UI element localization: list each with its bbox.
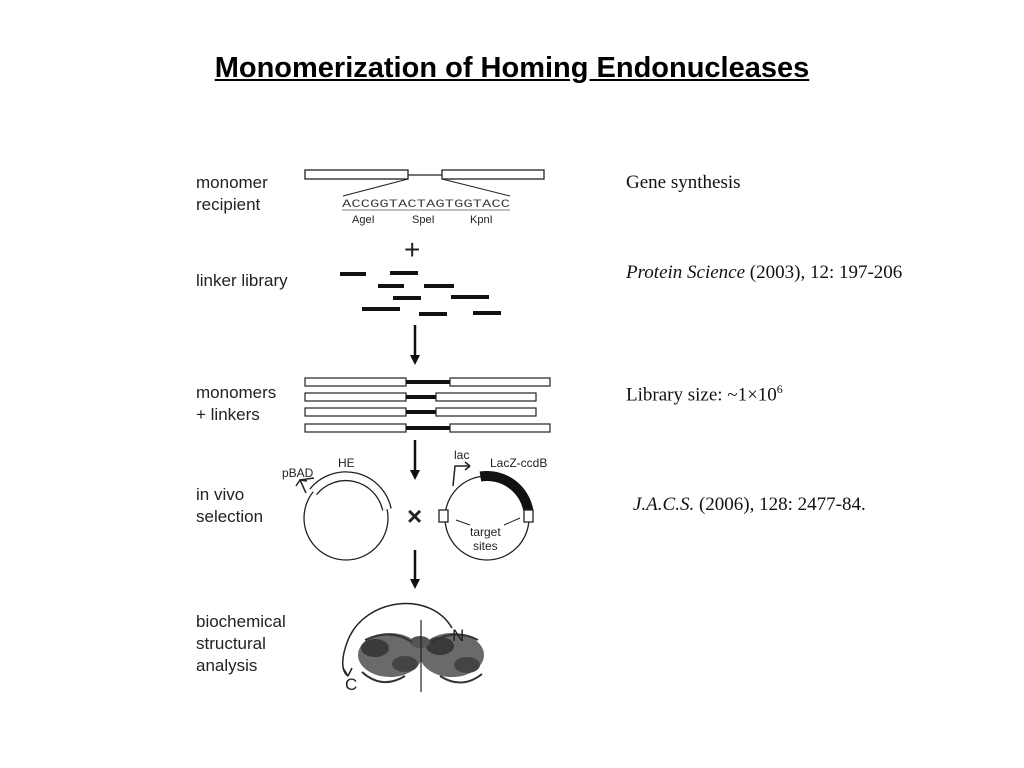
library-size-text: Library size: ~1×10 [626, 384, 777, 406]
note-gene-synthesis: Gene synthesis [626, 172, 741, 194]
step-label-biochemical: biochemical [196, 612, 286, 631]
site-label-agei: AgeI [352, 214, 375, 226]
note-reference-protein-science: Protein Science (2003), 12: 197-206 [626, 262, 902, 284]
step-label-recipient: recipient [196, 195, 261, 214]
library-size-exponent: 6 [776, 382, 783, 396]
step-label-structural: structural [196, 634, 266, 653]
step-label-monomer: monomer [196, 173, 268, 192]
restriction-sequence: ACCGGTACTAGTGGTACC [342, 199, 511, 211]
target-sites-label-line1: target [470, 525, 501, 539]
step-label-linker-library: linker library [196, 271, 288, 290]
expression-plasmid [295, 471, 392, 561]
step-label-plus-linkers: + linkers [196, 405, 260, 424]
cross-symbol: × [407, 501, 422, 531]
note-reference-jacs: J.A.C.S. (2006), 128: 2477-84. [633, 494, 866, 516]
plasmid2-promoter-label: lac [454, 448, 469, 462]
protein-structure-image [342, 602, 484, 692]
plasmid1-gene-label: HE [338, 456, 355, 470]
step-label-monomers: monomers [196, 383, 276, 402]
note-library-size: Library size: ~1×106 [626, 382, 783, 406]
ref1-journal: Protein Science [626, 262, 746, 283]
step-label-in-vivo: in vivo [196, 485, 244, 504]
n-terminus-label: N [452, 626, 464, 645]
ref2-details: (2006), 128: 2477-84. [694, 494, 866, 515]
site-label-spei: SpeI [412, 214, 435, 226]
monomer-linker-constructs [304, 377, 551, 433]
slide-title: Monomerization of Homing Endonucleases [214, 52, 810, 84]
site-label-kpni: KpnI [470, 214, 493, 226]
target-sites-label-line2: sites [473, 539, 498, 553]
plasmid1-promoter-label: pBAD [282, 466, 314, 480]
step-label-selection: selection [196, 507, 263, 526]
ref1-details: (2003), 12: 197-206 [745, 262, 903, 283]
plasmid2-gene-label: LacZ-ccdB [490, 456, 547, 470]
ref2-journal: J.A.C.S. [633, 494, 695, 515]
monomer-recipient-construct [304, 169, 545, 197]
step-label-analysis: analysis [196, 656, 257, 675]
plus-symbol: + [404, 234, 420, 265]
selection-plasmid [438, 461, 534, 561]
c-terminus-label: C [345, 675, 357, 694]
linker-fragments [340, 271, 501, 316]
gene-synthesis-text: Gene synthesis [626, 172, 741, 193]
